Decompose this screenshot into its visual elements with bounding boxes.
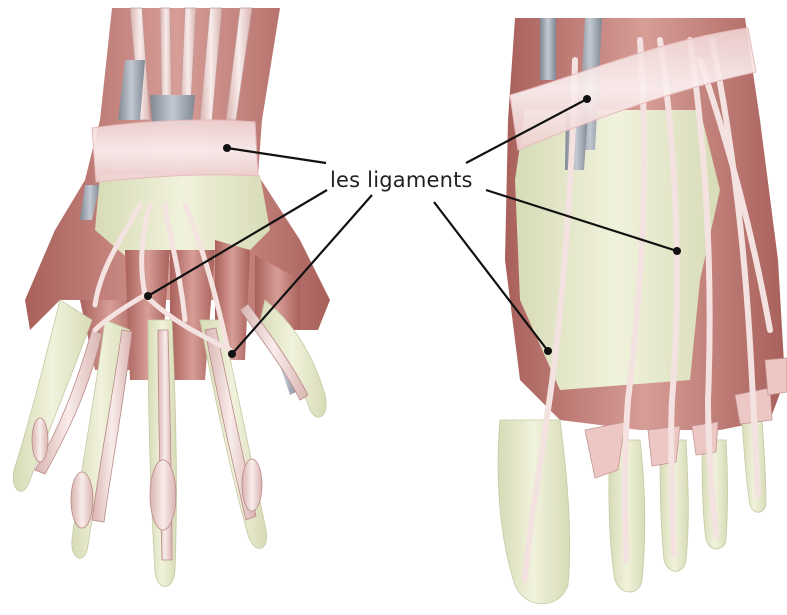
foot-toe-bones bbox=[498, 420, 766, 604]
ligaments-label: les ligaments bbox=[330, 168, 473, 192]
carpal-bones bbox=[95, 175, 270, 260]
hand-retinaculum-band bbox=[92, 120, 258, 182]
foot-illustration bbox=[498, 18, 787, 604]
